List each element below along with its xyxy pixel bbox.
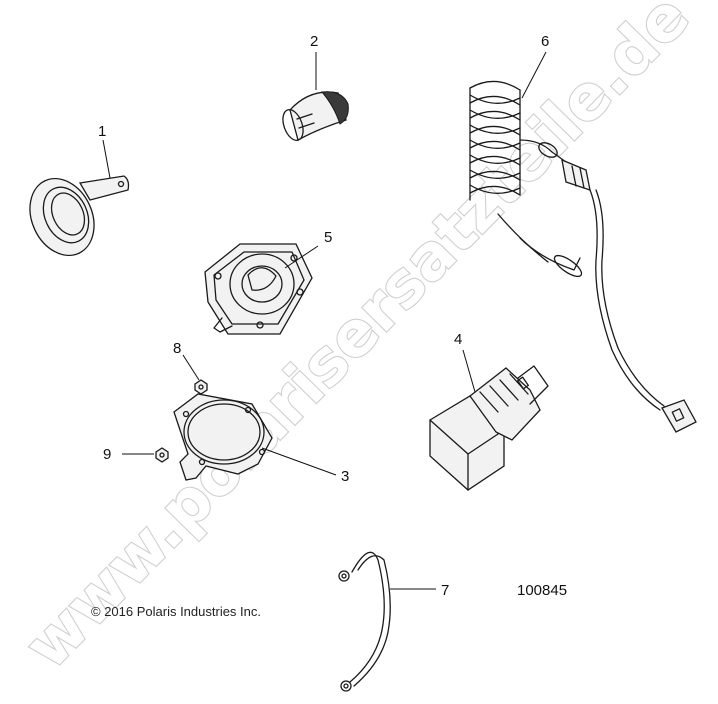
callout-3: 3: [341, 468, 349, 485]
part-9-nut: [155, 447, 169, 463]
callout-7: 7: [441, 582, 449, 599]
part-6-tether: [469, 80, 697, 433]
leader-1: [102, 139, 111, 179]
callout-2: 2: [310, 33, 318, 50]
callout-1: 1: [98, 123, 106, 140]
part-4-module: [429, 365, 549, 491]
callout-5: 5: [324, 229, 332, 246]
drawing-number: 100845: [517, 582, 567, 599]
part-5-switch: [204, 243, 313, 335]
part-2-sleeve: [282, 91, 349, 141]
watermark-text: www.polarisersatzteile.de: [11, 0, 703, 683]
callout-8: 8: [173, 340, 181, 357]
leader-3: [261, 447, 337, 476]
part-3-gasket: [173, 393, 273, 481]
part-7-cable: [338, 551, 391, 692]
leader-5: [284, 245, 319, 269]
callout-4: 4: [454, 331, 462, 348]
callout-9: 9: [103, 446, 111, 463]
leader-6: [521, 51, 547, 99]
leader-4: [462, 349, 476, 393]
leader-8: [182, 354, 200, 381]
copyright-notice: © 2016 Polaris Industries Inc.: [91, 604, 261, 619]
part-1-horn: [29, 175, 130, 257]
part-8-screw: [194, 379, 208, 395]
callout-6: 6: [541, 33, 549, 50]
